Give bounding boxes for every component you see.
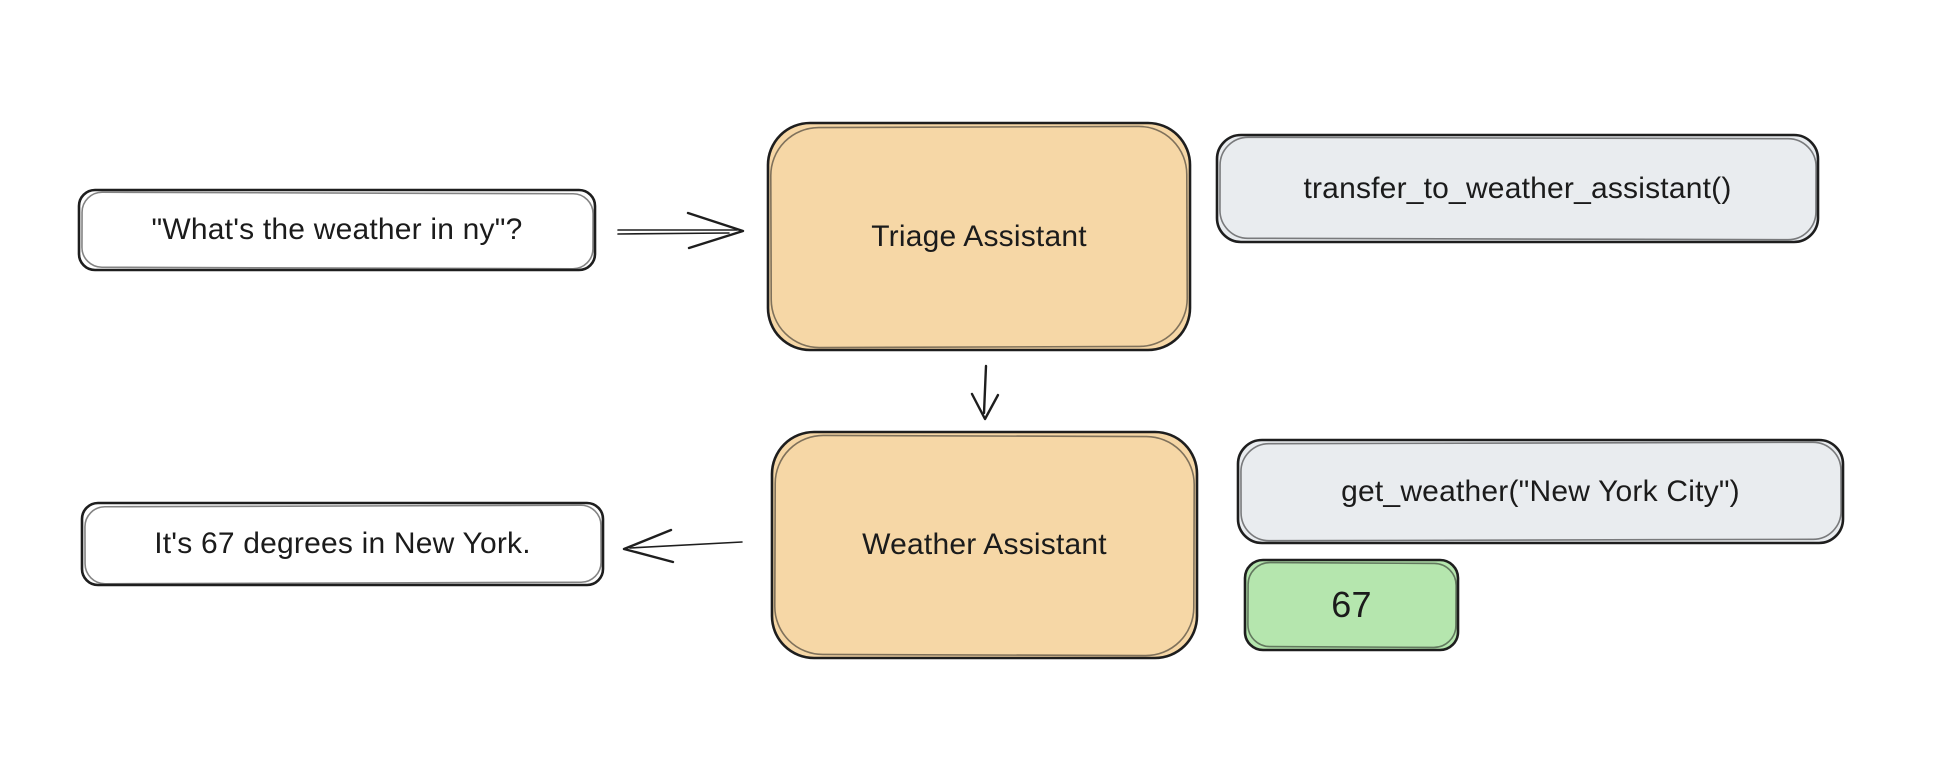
get-weather-call-box-sketch (1240, 441, 1842, 542)
tool-result-box (1243, 558, 1460, 652)
triage-assistant-box-rect (766, 121, 1192, 352)
triage-assistant-box-sketch (769, 125, 1189, 349)
final-response-box-rect (80, 501, 605, 587)
user-query-box (77, 188, 597, 272)
weather-assistant-box-rect (770, 430, 1199, 660)
transfer-call-box-rect (1215, 133, 1820, 244)
tool-result-box-sketch (1247, 561, 1457, 649)
triage-assistant-box (766, 121, 1192, 352)
arrow-triage-to-weather-icon (970, 364, 1000, 421)
weather-assistant-box (770, 430, 1199, 660)
transfer-call-box (1215, 133, 1820, 244)
arrow-weather-to-response-icon (622, 528, 743, 564)
arrow-user-to-triage-icon (617, 211, 745, 250)
tool-result-box-rect (1243, 558, 1460, 652)
user-query-box-rect (77, 188, 597, 272)
transfer-call-box-sketch (1219, 136, 1817, 241)
get-weather-call-box (1236, 438, 1845, 545)
weather-assistant-box-sketch (773, 434, 1196, 657)
get-weather-call-box-rect (1236, 438, 1845, 545)
user-query-box-sketch (81, 191, 594, 270)
final-response-box-sketch (84, 504, 602, 585)
final-response-box (80, 501, 605, 587)
